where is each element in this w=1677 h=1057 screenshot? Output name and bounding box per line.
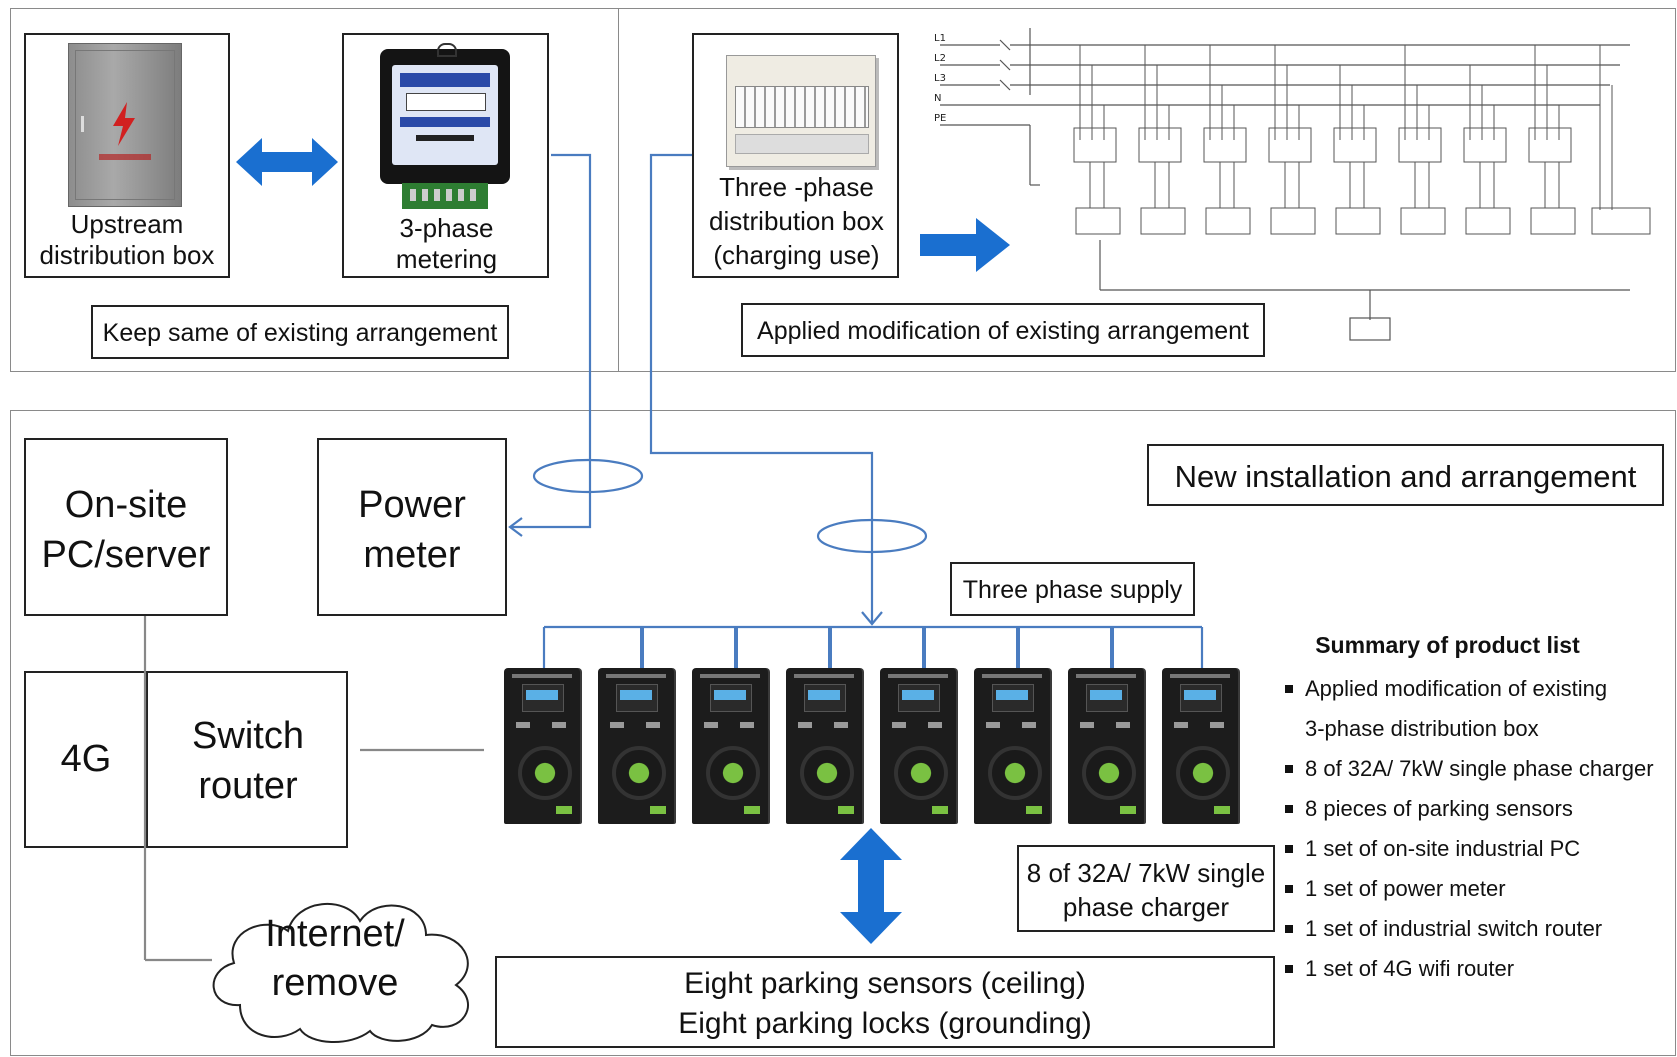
supply-caption-box: Three phase supply bbox=[950, 562, 1195, 616]
summary-item: Applied modification of existing bbox=[1285, 669, 1670, 709]
ev-charger-icon bbox=[1068, 668, 1144, 824]
modify-caption: Applied modification of existing arrange… bbox=[757, 317, 1249, 345]
new-caption: New installation and arrangement bbox=[1174, 459, 1637, 494]
upstream-box-label: Upstream distribution box bbox=[39, 209, 215, 271]
cabinet-icon bbox=[68, 43, 182, 207]
summary-item: 1 set of on-site industrial PC bbox=[1285, 829, 1670, 869]
ev-charger-icon bbox=[504, 668, 580, 824]
internet-label: Internet/ remove bbox=[265, 913, 405, 1005]
summary-item: 8 of 32A/ 7kW single phase charger bbox=[1285, 749, 1670, 789]
svg-text:L1: L1 bbox=[934, 33, 946, 44]
double-arrow-horizontal-icon bbox=[236, 138, 338, 186]
ev-charger-icon bbox=[786, 668, 862, 824]
charger-caption-box: 8 of 32A/ 7kW single phase charger bbox=[1017, 845, 1275, 932]
summary-item: 8 pieces of parking sensors bbox=[1285, 789, 1670, 829]
pc-server-label: On-site PC/server bbox=[41, 484, 211, 577]
power-meter-box: Power meter bbox=[317, 438, 507, 616]
summary-panel: Summary of product list Applied modifica… bbox=[1285, 632, 1670, 989]
wiring-schematic: L1 L2 L3 N PE bbox=[934, 28, 1651, 341]
summary-item-continuation: 3-phase distribution box bbox=[1305, 716, 1539, 741]
router-box: 4G Switch router bbox=[24, 671, 348, 848]
svg-text:L3: L3 bbox=[934, 73, 946, 84]
pc-server-box: On-site PC/server bbox=[24, 438, 228, 616]
summary-list: Applied modification of existing 3-phase… bbox=[1285, 669, 1670, 989]
keep-caption-box: Keep same of existing arrangement bbox=[91, 305, 509, 359]
switch-router-label: Switch router bbox=[192, 715, 304, 808]
summary-item: 1 set of power meter bbox=[1285, 869, 1670, 909]
svg-text:N: N bbox=[934, 93, 941, 104]
fourg-label: 4G bbox=[60, 738, 112, 780]
sensors-line-2: Eight parking locks (grounding) bbox=[678, 1007, 1092, 1040]
svg-text:PE: PE bbox=[934, 113, 946, 124]
distribution-box-label: Three -phase distribution box (charging … bbox=[709, 172, 884, 270]
summary-item: 1 set of 4G wifi router bbox=[1285, 949, 1670, 989]
svg-text:L2: L2 bbox=[934, 53, 946, 64]
metering-card: 3-phase metering bbox=[342, 33, 549, 278]
charger-feeders bbox=[640, 627, 1114, 668]
sensors-line-1: Eight parking sensors (ceiling) bbox=[684, 967, 1086, 1000]
ev-charger-icon bbox=[1162, 668, 1238, 824]
breaker-panel-icon bbox=[726, 55, 876, 167]
energy-meter-icon bbox=[380, 43, 510, 211]
distribution-box-card: Three -phase distribution box (charging … bbox=[692, 33, 899, 278]
metering-label: 3-phase metering bbox=[395, 213, 498, 275]
new-caption-box: New installation and arrangement bbox=[1147, 444, 1664, 506]
arrow-right-icon bbox=[920, 218, 1010, 272]
ev-charger-icon bbox=[692, 668, 768, 824]
power-meter-label: Power meter bbox=[358, 484, 466, 577]
keep-caption: Keep same of existing arrangement bbox=[102, 319, 498, 347]
ev-charger-icon bbox=[598, 668, 674, 824]
charger-caption: 8 of 32A/ 7kW single phase charger bbox=[1026, 858, 1266, 922]
summary-item: 1 set of industrial switch router bbox=[1285, 909, 1670, 949]
double-arrow-vertical-icon bbox=[840, 828, 902, 944]
router-divider bbox=[146, 673, 148, 846]
ev-charger-icon bbox=[880, 668, 956, 824]
internet-cloud-icon bbox=[212, 902, 469, 1043]
summary-title: Summary of product list bbox=[1315, 632, 1580, 658]
ev-charger-icon bbox=[974, 668, 1050, 824]
upstream-box-card: Upstream distribution box bbox=[24, 33, 230, 278]
sensors-caption-box: Eight parking sensors (ceiling) Eight pa… bbox=[495, 956, 1275, 1048]
charger-row bbox=[504, 668, 1244, 826]
modify-caption-box: Applied modification of existing arrange… bbox=[741, 303, 1265, 357]
supply-label: Three phase supply bbox=[962, 576, 1183, 604]
